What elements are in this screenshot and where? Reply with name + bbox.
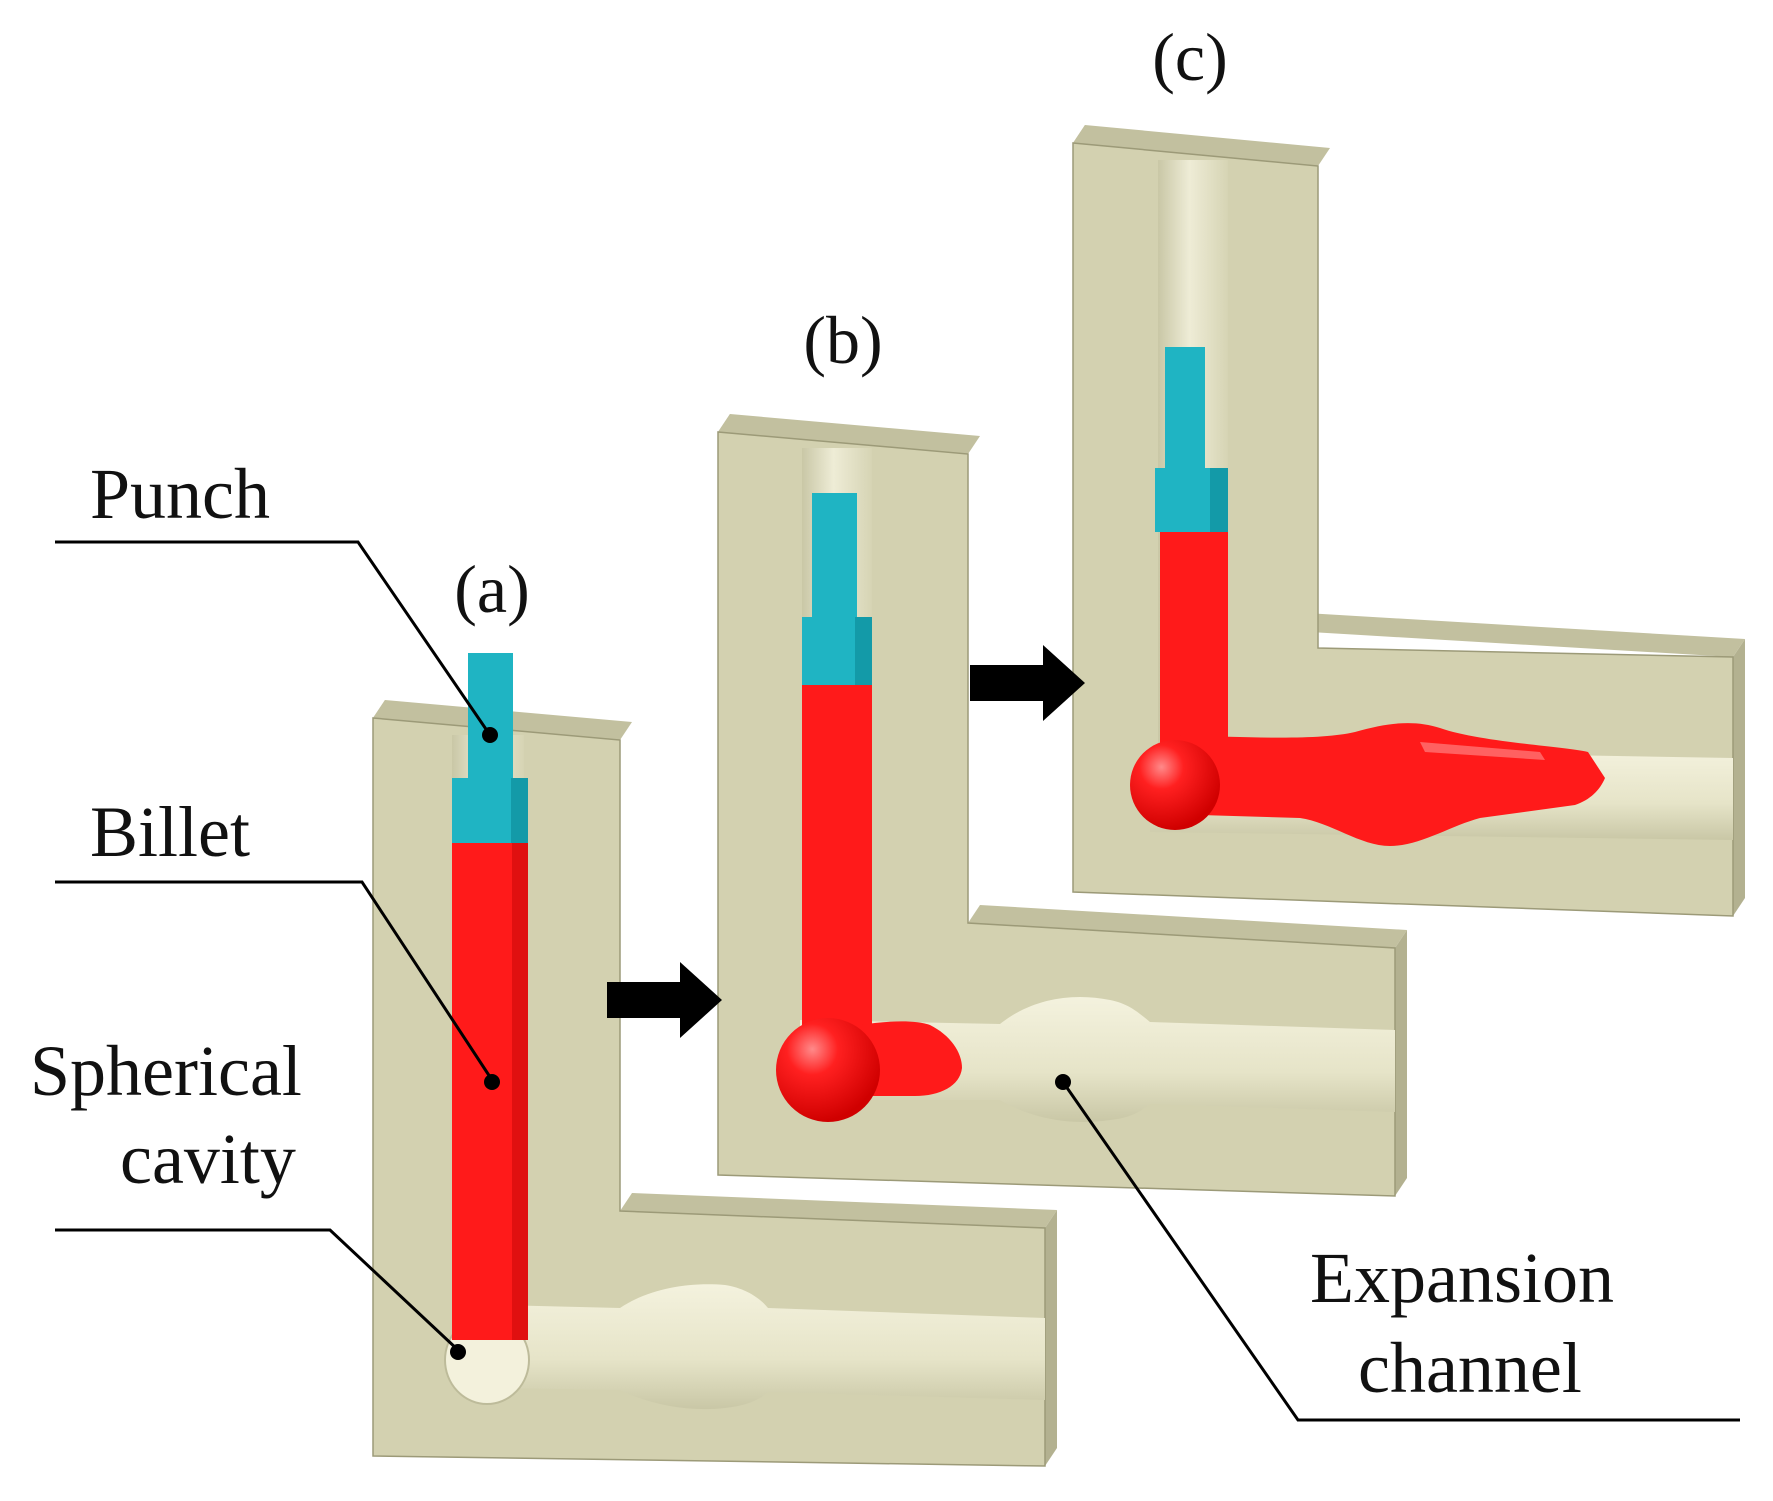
die-b-punch-head-shade (855, 617, 872, 685)
leader-dot-spherical-cavity (450, 1344, 466, 1360)
arrow-right-icon (607, 962, 722, 1038)
die-stage-a (372, 653, 1057, 1467)
arrow-right-icon (970, 645, 1085, 721)
die-stage-b (717, 414, 1407, 1197)
callout-spherical-cavity-line2: cavity (120, 1119, 296, 1199)
leader-expansion-channel (1061, 1081, 1740, 1422)
die-c-billet-highlight (1420, 742, 1545, 760)
die-b-right-side (1395, 930, 1407, 1196)
leader-dot-billet (484, 1074, 500, 1090)
die-b-face (717, 431, 1396, 1197)
die-a-right-side (1045, 1210, 1057, 1466)
die-b-horizontal-channel (800, 997, 1395, 1122)
leader-lines (55, 540, 1740, 1422)
die-a-face (372, 717, 1046, 1467)
die-b-top-edge (718, 414, 980, 454)
leader-dots (450, 727, 1071, 1360)
die-c-right-side (1733, 639, 1745, 916)
die-c-punch-rod (1165, 347, 1205, 477)
die-b-punch-rod (812, 493, 857, 623)
die-stage-c (1072, 125, 1745, 917)
die-c-top-edge (1073, 125, 1330, 166)
callout-expansion-channel-line1: Expansion (1310, 1238, 1614, 1318)
leader-punch (55, 540, 492, 736)
die-a-horizontal-channel (500, 1284, 1045, 1410)
leader-billet (55, 880, 494, 1081)
die-a-top-side (620, 1193, 1057, 1228)
die-a-punch-head-shade (511, 778, 528, 843)
callout-billet: Billet (90, 792, 250, 872)
leader-dot-punch (482, 727, 498, 743)
die-c-face (1072, 142, 1734, 917)
callout-expansion-channel-line2: channel (1358, 1328, 1582, 1408)
callout-spherical-cavity-line1: Spherical (30, 1031, 302, 1111)
die-c-punch-head-shade (1210, 468, 1228, 532)
callout-punch: Punch (90, 454, 270, 534)
die-b-top-side (968, 905, 1407, 948)
stage-label-b: (b) (803, 302, 882, 378)
die-c-billet-bar (1160, 530, 1228, 770)
die-a-punch-rod (468, 653, 513, 783)
leader-spherical-cavity (55, 1228, 460, 1352)
die-a-billet-shade (512, 840, 528, 1340)
die-b-billet-bar (802, 680, 872, 1040)
stage-label-a: (a) (454, 551, 529, 627)
die-b-billet-ball (776, 1018, 880, 1122)
die-c-billet-ball (1130, 740, 1220, 830)
stage-label-c: (c) (1152, 19, 1227, 95)
leader-dot-expansion-channel (1055, 1074, 1071, 1090)
